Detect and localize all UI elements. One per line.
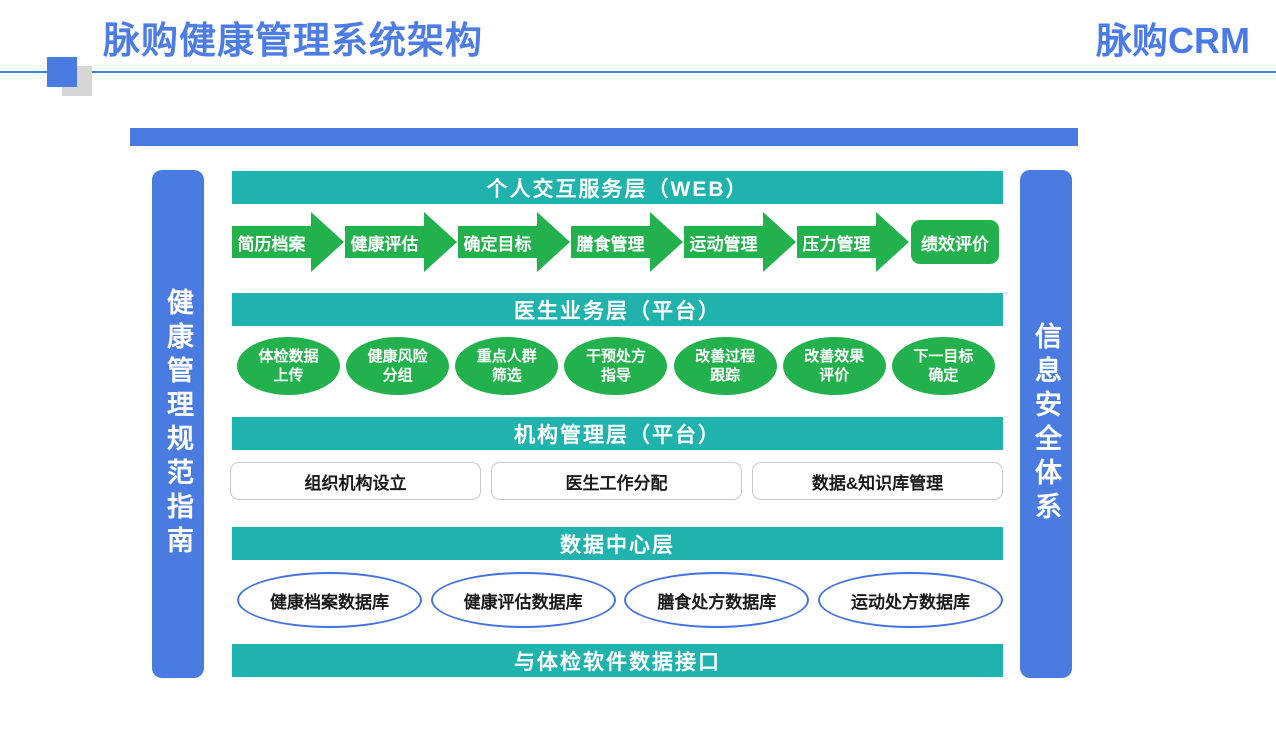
- database-ellipse: 运动处方数据库: [817, 572, 1003, 628]
- header-divider: [0, 71, 1276, 73]
- doctor-task: 体检数据 上传: [237, 337, 340, 395]
- arrow-right-icon: [876, 212, 909, 272]
- flow-step-label: 确定目标: [458, 226, 537, 258]
- task-label-line2: 上传: [273, 367, 304, 384]
- task-label-line2: 筛选: [491, 367, 522, 384]
- flow-step-label: 膳食管理: [571, 226, 650, 258]
- task-label-line2: 指导: [600, 367, 631, 384]
- doctor-task: 改善效果 评价: [782, 337, 886, 395]
- layer-interface-header: 与体检软件数据接口: [232, 644, 1003, 677]
- flow-row: 简历档案 健康评估 确定目标 膳食管理 运动管理 压力管理 绩效: [232, 212, 1003, 272]
- task-label-line1: 体检数据: [258, 347, 319, 365]
- brand-logo: 脉购CRM: [1096, 20, 1250, 61]
- doctor-task: 健康风险 分组: [346, 337, 450, 395]
- database-ellipse: 膳食处方数据库: [624, 572, 810, 628]
- flow-end-badge: 绩效评价: [911, 220, 999, 264]
- doctor-task: 下一目标 确定: [891, 337, 995, 395]
- flow-step: 健康评估: [345, 212, 457, 272]
- task-label-line1: 改善过程: [695, 347, 756, 365]
- arrow-right-icon: [311, 212, 344, 272]
- org-function-box: 数据&知识库管理: [752, 462, 1003, 500]
- database-row: 健康档案数据库 健康评估数据库 膳食处方数据库 运动处方数据库: [237, 572, 1003, 628]
- flow-step: 运动管理: [684, 212, 796, 272]
- org-function-row: 组织机构设立 医生工作分配 数据&知识库管理: [230, 462, 1003, 500]
- flow-step-label: 压力管理: [797, 226, 876, 258]
- task-label-line2: 分组: [382, 367, 413, 384]
- doctor-task: 改善过程 跟踪: [673, 337, 777, 395]
- task-label-line1: 下一目标: [913, 347, 974, 365]
- task-label-line1: 干预处方: [585, 347, 646, 365]
- org-function-box: 组织机构设立: [230, 462, 481, 500]
- arrow-right-icon: [763, 212, 796, 272]
- task-label-line2: 跟踪: [710, 367, 741, 384]
- right-pillar: 信息安全体系: [1020, 170, 1072, 678]
- arrow-right-icon: [424, 212, 457, 272]
- doctor-task: 重点人群 筛选: [455, 337, 559, 395]
- flow-step: 确定目标: [458, 212, 570, 272]
- layer-doctor-header: 医生业务层（平台）: [232, 293, 1003, 326]
- task-label-line2: 评价: [819, 367, 850, 384]
- flow-step: 膳食管理: [571, 212, 683, 272]
- database-ellipse: 健康档案数据库: [237, 572, 422, 628]
- left-pillar: 健康管理规范指南: [152, 170, 204, 678]
- layer-data-center-header: 数据中心层: [232, 527, 1003, 560]
- page-title: 脉购健康管理系统架构: [103, 20, 483, 61]
- flow-step: 简历档案: [232, 212, 344, 272]
- task-label-line1: 健康风险: [367, 347, 428, 365]
- right-pillar-label: 信息安全体系: [1031, 322, 1061, 526]
- layer-org-header: 机构管理层（平台）: [232, 417, 1003, 450]
- flow-step-label: 运动管理: [684, 226, 763, 258]
- doctor-task-row: 体检数据 上传 健康风险 分组 重点人群 筛选 干预处方 指导 改善过程 跟踪 …: [237, 337, 995, 395]
- arrow-right-icon: [650, 212, 683, 272]
- doctor-task: 干预处方 指导: [564, 337, 668, 395]
- decor-square-blue: [47, 57, 77, 87]
- flow-step: 压力管理: [797, 212, 909, 272]
- database-ellipse: 健康评估数据库: [430, 572, 616, 628]
- top-bar: [130, 128, 1078, 146]
- flow-step-label: 健康评估: [345, 226, 424, 258]
- task-label-line2: 确定: [928, 367, 959, 384]
- task-label-line1: 重点人群: [476, 347, 537, 365]
- task-label-line1: 改善效果: [804, 347, 865, 365]
- org-function-box: 医生工作分配: [491, 462, 742, 500]
- flow-step-label: 简历档案: [232, 226, 311, 258]
- arrow-right-icon: [537, 212, 570, 272]
- left-pillar-label: 健康管理规范指南: [163, 288, 193, 560]
- layer-web-header: 个人交互服务层（WEB）: [232, 171, 1003, 204]
